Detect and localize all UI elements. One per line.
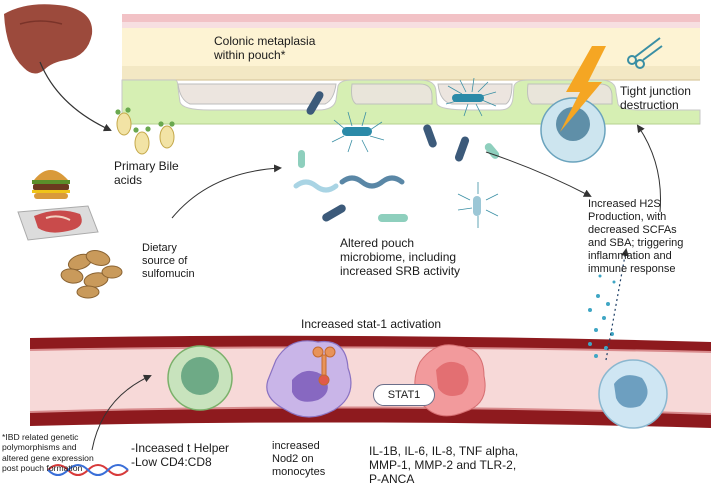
h2s-droplets <box>588 274 616 358</box>
bile-acid-droplets-icon <box>116 112 175 155</box>
epithelial-cell <box>540 97 606 163</box>
liver-icon <box>4 4 93 74</box>
blood-vessel <box>29 335 711 428</box>
colonic-metaplasia-label: Colonic metaplasia within pouch* <box>214 34 316 63</box>
t-helper-label: -Inceased t Helper -Low CD4:CD8 <box>131 441 230 470</box>
peanuts-icon <box>60 250 123 299</box>
dna-icon <box>47 464 129 476</box>
dietary-sulfomucin-label: Dietary source of sulfomucin <box>142 242 195 280</box>
tight-junction-label: Tight junction destruction <box>620 84 691 113</box>
nod2-label: increased Nod2 on monocytes <box>272 440 326 478</box>
stat1-activation-label: Increased stat-1 activation <box>301 317 442 331</box>
steak-icon <box>17 205 99 241</box>
burger-icon <box>32 170 70 199</box>
lightning-bolt-icon <box>560 46 606 132</box>
h2s-production-label: Increased H2S Production, with decreased… <box>588 198 684 275</box>
ibd-note-label: *IBD related genetic polymorphisms and a… <box>2 432 94 473</box>
altered-microbiome-label: Altered pouch microbiome, including incr… <box>340 236 461 279</box>
blue-epithelial-cell <box>598 359 668 429</box>
primary-bile-label: Primary Bile acids <box>114 159 179 188</box>
scissors-icon <box>627 37 663 69</box>
cytokines-label: IL-1B, IL-6, IL-8, TNF alpha, MMP-1, MMP… <box>369 444 519 487</box>
stat1-badge: STAT1 <box>373 384 435 406</box>
intestinal-wall <box>121 14 701 125</box>
monocyte-cell <box>266 340 352 418</box>
bacteria-cluster <box>293 77 500 228</box>
nod2-receptor <box>312 346 336 386</box>
t-helper-cell <box>167 345 233 411</box>
